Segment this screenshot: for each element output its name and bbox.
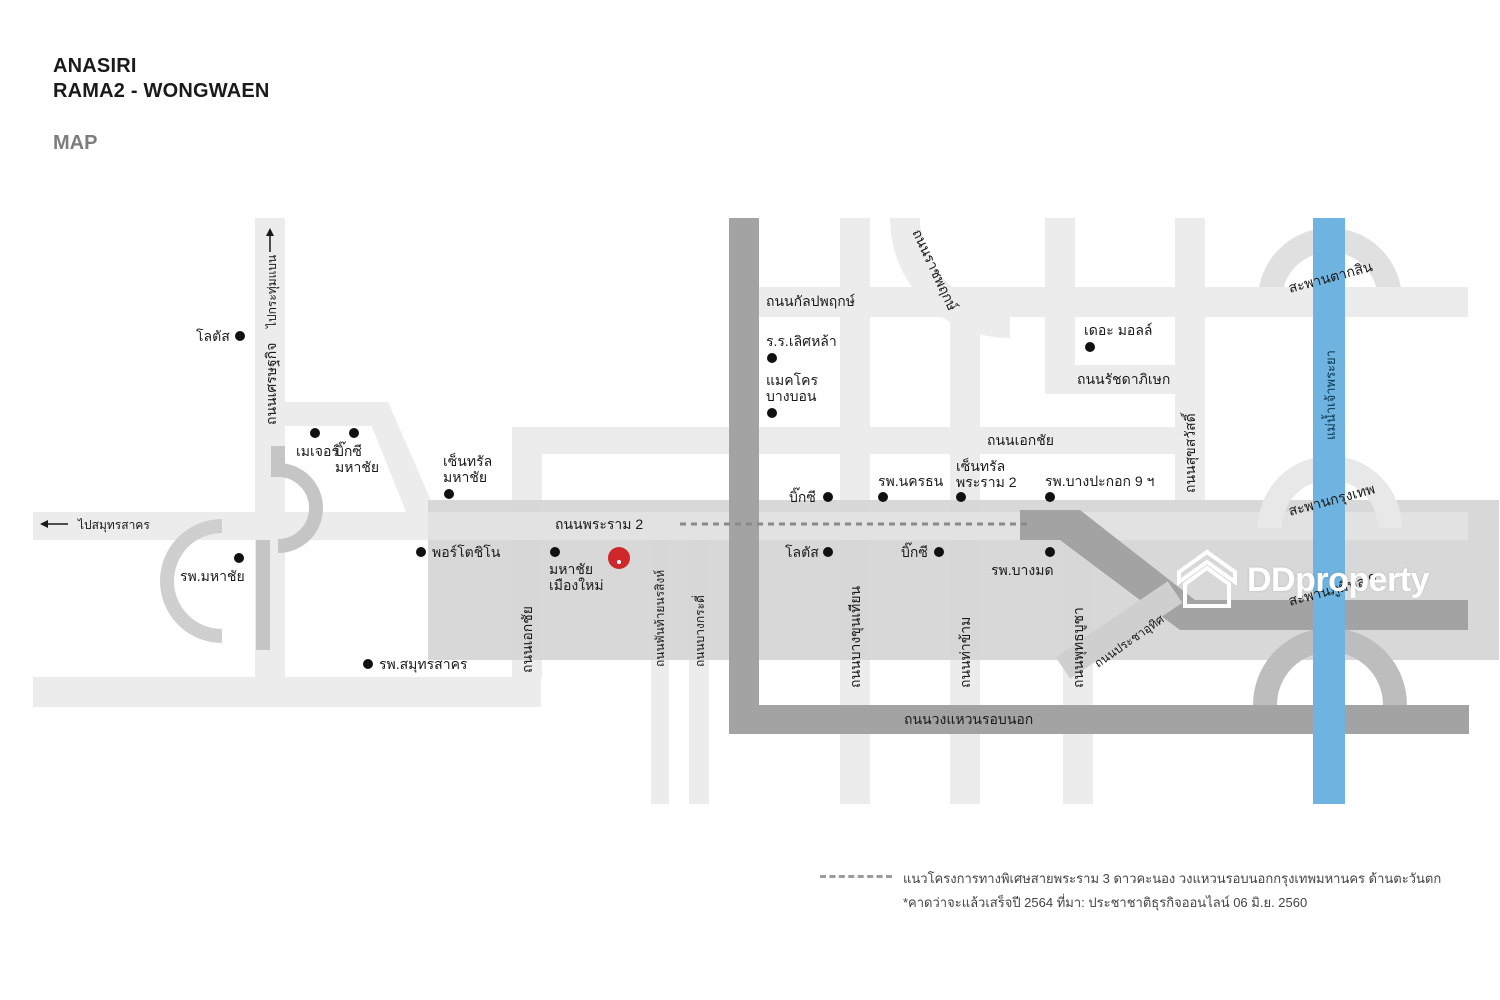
label-to-samut-sakhon: ไปสมุทรสาคร xyxy=(77,518,150,533)
label-to-krathum-baen: ไปกระทุ่มแบน xyxy=(265,255,280,329)
location-dot-icon xyxy=(416,547,426,557)
location-dot-icon xyxy=(349,428,359,438)
label-suksawat: ถนนสุขสวัสดิ์ xyxy=(1180,411,1199,493)
label-phutthabucha: ถนนพุทธบูชา xyxy=(1070,607,1087,688)
road-outer-ring xyxy=(729,705,1469,734)
road-pracha-uthit xyxy=(1055,581,1183,679)
location-dot-icon xyxy=(934,547,944,557)
road-ratchaphruek-curve xyxy=(890,217,1011,338)
label-mahachai-muangmai: มหาชัยเมืองใหม่ xyxy=(549,561,604,593)
road-loop-stub xyxy=(256,540,270,650)
label-bigc-mahachai: บิ๊กซีมหาชัย xyxy=(335,441,379,475)
road-rama2-expressway xyxy=(1020,510,1468,630)
label-outer-ring: ถนนวงแหวนรอบนอก xyxy=(904,711,1033,727)
map-subtitle: MAP xyxy=(53,132,98,154)
road-mahachai-diagonal xyxy=(362,402,436,512)
label-ekachai-top: ถนนเอกชัย xyxy=(987,432,1054,448)
label-major: เมเจอร์ xyxy=(296,443,339,459)
location-dot-icon xyxy=(234,553,244,563)
location-dot-icon xyxy=(767,408,777,418)
legend-note-line2: *คาดว่าจะแล้วเสร็จปี 2564 ที่มา: ประชาชา… xyxy=(903,895,1308,910)
road-ekachai-east xyxy=(758,427,1175,454)
label-bigc-rama2: บิ๊กซี xyxy=(789,487,816,505)
location-dot-icon xyxy=(878,492,888,502)
location-dot-icon xyxy=(310,428,320,438)
label-school-lertla: ร.ร.เลิศหล้า xyxy=(766,333,837,349)
label-line: มหาชัย xyxy=(335,459,379,475)
label-line: มหาชัย xyxy=(549,561,593,577)
label-lotus-rama2: โลตัส xyxy=(785,544,819,560)
road-ratchadaphisek xyxy=(1045,365,1175,394)
location-dot-icon xyxy=(956,492,966,502)
label-rs-samut-sakhon: รพ.สมุทรสาคร xyxy=(379,656,468,673)
location-dot-icon xyxy=(235,331,245,341)
label-small-road-1: ถนนพันท้ายนรสิงห์ xyxy=(653,570,667,667)
label-line: เซ็นทรัล xyxy=(443,452,492,469)
road-rama2 xyxy=(428,512,1468,540)
map-title-line1: ANASIRI xyxy=(53,55,137,77)
location-dot-icon xyxy=(550,547,560,557)
label-makro-bangbon: แมคโครบางบอน xyxy=(766,372,819,404)
label-setthakit: ถนนเศรษฐกิจ xyxy=(263,343,280,425)
label-lotus-north: โลตัส xyxy=(196,328,230,344)
ddproperty-logo-icon xyxy=(1177,549,1237,608)
label-line: พระราม 2 xyxy=(956,474,1017,490)
road-outer-ring-north xyxy=(729,218,759,734)
label-line: แมคโคร xyxy=(766,372,819,388)
location-dots xyxy=(234,331,1095,669)
label-central-rama2: เซ็นทรัลพระราม 2 xyxy=(956,457,1017,490)
location-dot-icon xyxy=(363,659,373,669)
label-bang-khun-thian: ถนนบางขุนเทียน xyxy=(847,585,864,688)
location-dot-icon xyxy=(1045,547,1055,557)
label-line: เมืองใหม่ xyxy=(549,577,604,593)
location-dot-icon xyxy=(767,353,777,363)
label-line: บางบอน xyxy=(766,388,817,404)
road-mahachai-loop-west xyxy=(160,519,223,643)
label-line: เซ็นทรัล xyxy=(956,457,1005,474)
label-the-mall: เดอะ มอลล์ xyxy=(1084,322,1153,338)
location-dot-icon xyxy=(1085,342,1095,352)
legend-note-line1: แนวโครงการทางพิเศษสายพระราม 3 ดาวคะนอง ว… xyxy=(903,871,1442,886)
label-line: มหาชัย xyxy=(443,469,487,485)
label-ekachai-vertical: ถนนเอกชัย xyxy=(519,606,535,673)
major-roads xyxy=(729,218,1469,734)
label-rs-bangpakok: รพ.บางปะกอก 9 ฯ xyxy=(1045,473,1154,489)
label-kanlapaphruek: ถนนกัลปพฤกษ์ xyxy=(766,293,855,309)
location-dot-icon xyxy=(823,547,833,557)
label-small-road-2: ถนนบางกระดี่ xyxy=(691,595,707,667)
road-samut-sakhon-south xyxy=(33,677,541,707)
arrow-up-icon xyxy=(266,228,274,252)
label-ratchadaphisek: ถนนรัชดาภิเษก xyxy=(1077,371,1170,387)
ddproperty-brand: DDproperty xyxy=(1247,560,1430,599)
label-rs-bangmod: รพ.บางมด xyxy=(991,562,1054,578)
label-line: บิ๊กซี xyxy=(335,441,362,459)
label-porto-chino: พอร์โตชิโน xyxy=(432,544,501,560)
road-mahachai-loop-east xyxy=(271,446,323,553)
road-rama2-west xyxy=(33,512,453,540)
chao-phraya-river xyxy=(1313,218,1345,804)
road-suksawat xyxy=(1175,218,1205,503)
label-rs-mahachai: รพ.มหาชัย xyxy=(180,568,245,584)
map-title-line2: RAMA2 - WONGWAEN xyxy=(53,80,270,102)
ddproperty-watermark: DDproperty xyxy=(1175,548,1430,612)
label-tha-kham: ถนนท่าข้าม xyxy=(957,617,973,688)
road-ratchada-vertical xyxy=(1045,218,1075,394)
legend-dashed-line xyxy=(820,875,892,878)
label-central-mahachai: เซ็นทรัลมหาชัย xyxy=(443,452,492,485)
location-dot-icon xyxy=(823,492,833,502)
project-marker-icon xyxy=(608,547,630,569)
arrow-left-icon xyxy=(40,520,68,528)
label-rama2: ถนนพระราม 2 xyxy=(555,516,643,532)
label-chao-phraya: แม่น้ำเจ้าพระยา xyxy=(1321,350,1338,440)
location-dot-icon xyxy=(444,489,454,499)
label-rs-nakhon-thon: รพ.นครธน xyxy=(878,473,944,489)
label-bigc-tha-kham: บิ๊กซี xyxy=(901,542,928,560)
location-dot-icon xyxy=(1045,492,1055,502)
